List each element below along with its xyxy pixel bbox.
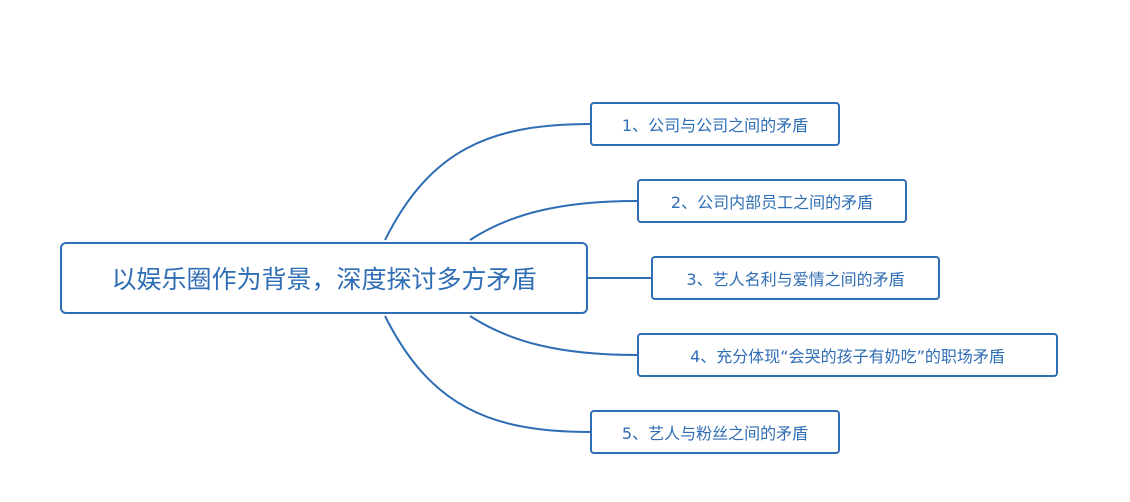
branch-topic-1[interactable]: 1、公司与公司之间的矛盾	[590, 102, 840, 146]
central-topic[interactable]: 以娱乐圈作为背景，深度探讨多方矛盾	[60, 242, 588, 314]
branch-topic-label: 3、艺人名利与爱情之间的矛盾	[686, 270, 905, 289]
branch-topic-3[interactable]: 3、艺人名利与爱情之间的矛盾	[651, 256, 940, 300]
central-topic-label: 以娱乐圈作为背景，深度探讨多方矛盾	[111, 265, 537, 294]
branch-topic-2[interactable]: 2、公司内部员工之间的矛盾	[637, 179, 907, 223]
branch-topic-4[interactable]: 4、充分体现“会哭的孩子有奶吃”的职场矛盾	[637, 333, 1058, 377]
branch-topic-label: 4、充分体现“会哭的孩子有奶吃”的职场矛盾	[690, 347, 1005, 366]
connector-branch-2	[469, 200, 638, 241]
connector-branch-1	[384, 123, 591, 241]
connector-branch-4	[469, 315, 638, 356]
branch-topic-label: 5、艺人与粉丝之间的矛盾	[621, 424, 809, 443]
branch-topic-5[interactable]: 5、艺人与粉丝之间的矛盾	[590, 410, 840, 454]
branch-topic-label: 2、公司内部员工之间的矛盾	[670, 193, 874, 212]
branch-topic-label: 1、公司与公司之间的矛盾	[621, 116, 809, 135]
connector-branch-5	[384, 315, 591, 433]
